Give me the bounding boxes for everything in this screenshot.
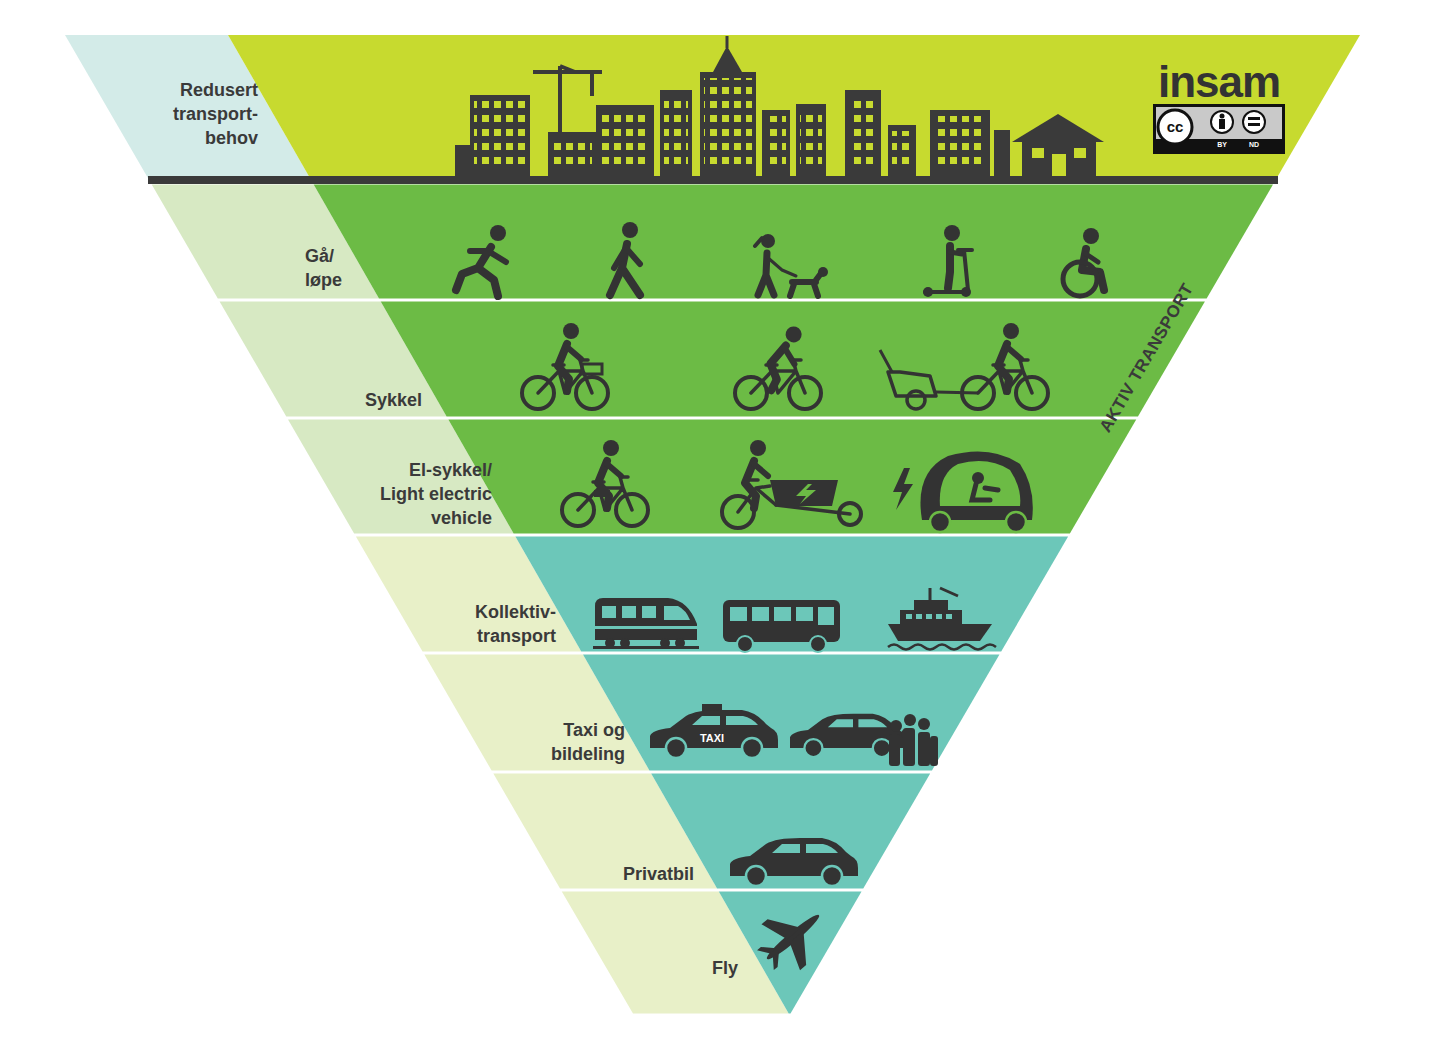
band-shape (0, 183, 1440, 300)
hierarchy-band: Gå/ løpe (0, 183, 1440, 300)
band-label: Kollektiv-transport (446, 600, 556, 648)
taxi-sign: TAXI (692, 732, 732, 745)
band-label: El-sykkel/ Light electric vehicle (367, 458, 492, 530)
band-label: Fly (678, 956, 738, 980)
band-label: Sykkel (302, 388, 422, 412)
band-shape (0, 300, 1440, 418)
band-label: Privatbil (574, 862, 694, 886)
hierarchy-band: Sykkel (0, 300, 1440, 418)
band-label: Taxi og bildeling (525, 718, 625, 766)
band-shape (0, 418, 1440, 535)
band-shape (0, 535, 1440, 653)
license-by: BY (1210, 141, 1234, 149)
logo-text: insam (1152, 56, 1286, 107)
band-label: Redusert transport-behov (130, 78, 258, 150)
hierarchy-band: Privatbil (0, 772, 1440, 890)
license-cc: cc (1161, 118, 1189, 135)
band-label: Gå/ løpe (305, 244, 355, 292)
hierarchy-band: El-sykkel/ Light electric vehicle (0, 418, 1440, 535)
hierarchy-band: Fly (0, 890, 1440, 1015)
license-nd: ND (1242, 141, 1266, 149)
band-shape (0, 890, 1440, 1015)
band-shape (0, 772, 1440, 890)
hierarchy-band: Kollektiv-transport (0, 535, 1440, 653)
